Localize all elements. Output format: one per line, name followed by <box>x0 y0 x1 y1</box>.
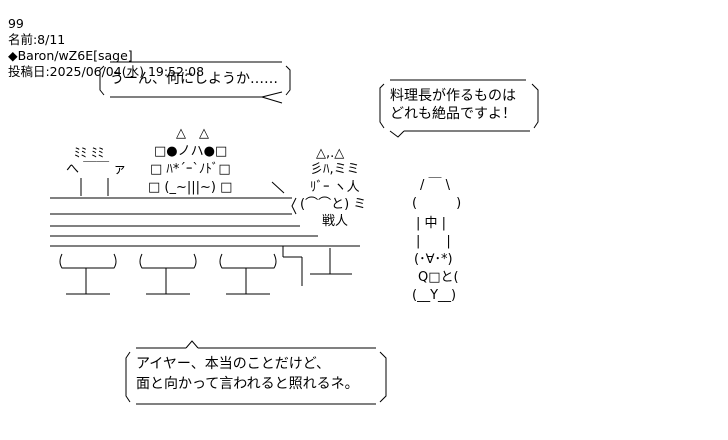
post-date: 2025/06/04(水) 19:52:08 <box>49 64 205 79</box>
speech-top-right-line-2: どれも絶品ですよ！ <box>390 106 516 122</box>
chef-hat-3: | | <box>416 234 451 249</box>
right-char-line-2: 彡ﾊ,ミミ <box>310 162 360 177</box>
counter <box>50 178 360 286</box>
speech-top-left-text: うーん、何にしようか…… <box>110 71 278 87</box>
trip-marker: ◆ <box>7 48 18 63</box>
steam: ﾐﾐ ﾐﾐ <box>74 146 105 161</box>
right-char-line-5: 戦人 <box>322 214 349 229</box>
right-char-line-1: △,.△ <box>316 146 345 161</box>
chef-face: (･∀･*) <box>414 252 453 267</box>
name-value[interactable]: 8/11 <box>37 32 66 47</box>
chef-hands: Q□と( <box>418 270 459 285</box>
stools <box>59 248 352 295</box>
chef-hat-2: | 中 | <box>416 216 447 231</box>
speech-bubble-top-left-outline <box>99 61 291 104</box>
speech-top-right-line-1: 料理長が作るものは <box>390 88 516 104</box>
right-char-line-3: ﾘﾞｰ ヽ人 <box>310 180 360 195</box>
chef-hat-1: ( ) <box>412 196 462 211</box>
speech-bottom-line-2: 面と向かって言われると照れるネ。 <box>136 376 359 392</box>
left-char-line-2: □●ノハ●□ <box>154 144 228 159</box>
chef-hat-top: / ￣ \ <box>420 178 451 193</box>
left-char-line-4: □ (_~|||~) □ <box>148 180 233 195</box>
speech-bubble-bottom-outline <box>125 340 387 405</box>
name-label: 名前: <box>7 32 38 47</box>
mail-field: [sage] <box>93 48 133 63</box>
left-char-line-1: △ △ <box>176 126 209 141</box>
post-header: 99 名前:8/11 ◆Baron/wZ6E[sage] 投稿日:2025/06… <box>0 0 204 80</box>
chef-body: (__Y__) <box>412 288 457 303</box>
left-char-line-3: □ ﾊ*´ｰ`ﾉﾄﾞ□ <box>150 162 231 177</box>
post-number: 99 <box>7 16 24 31</box>
pot: へ ￣￣ ァ <box>66 162 127 177</box>
speech-bottom-line-1: アイヤー、本当のことだけど、 <box>136 356 331 372</box>
date-label: 投稿日: <box>7 64 50 79</box>
trip-code: Baron/wZ6E <box>17 48 94 63</box>
speech-bubble-top-right-outline <box>379 79 539 138</box>
right-char-line-4: (⌒⌒と) ミ <box>300 197 367 212</box>
